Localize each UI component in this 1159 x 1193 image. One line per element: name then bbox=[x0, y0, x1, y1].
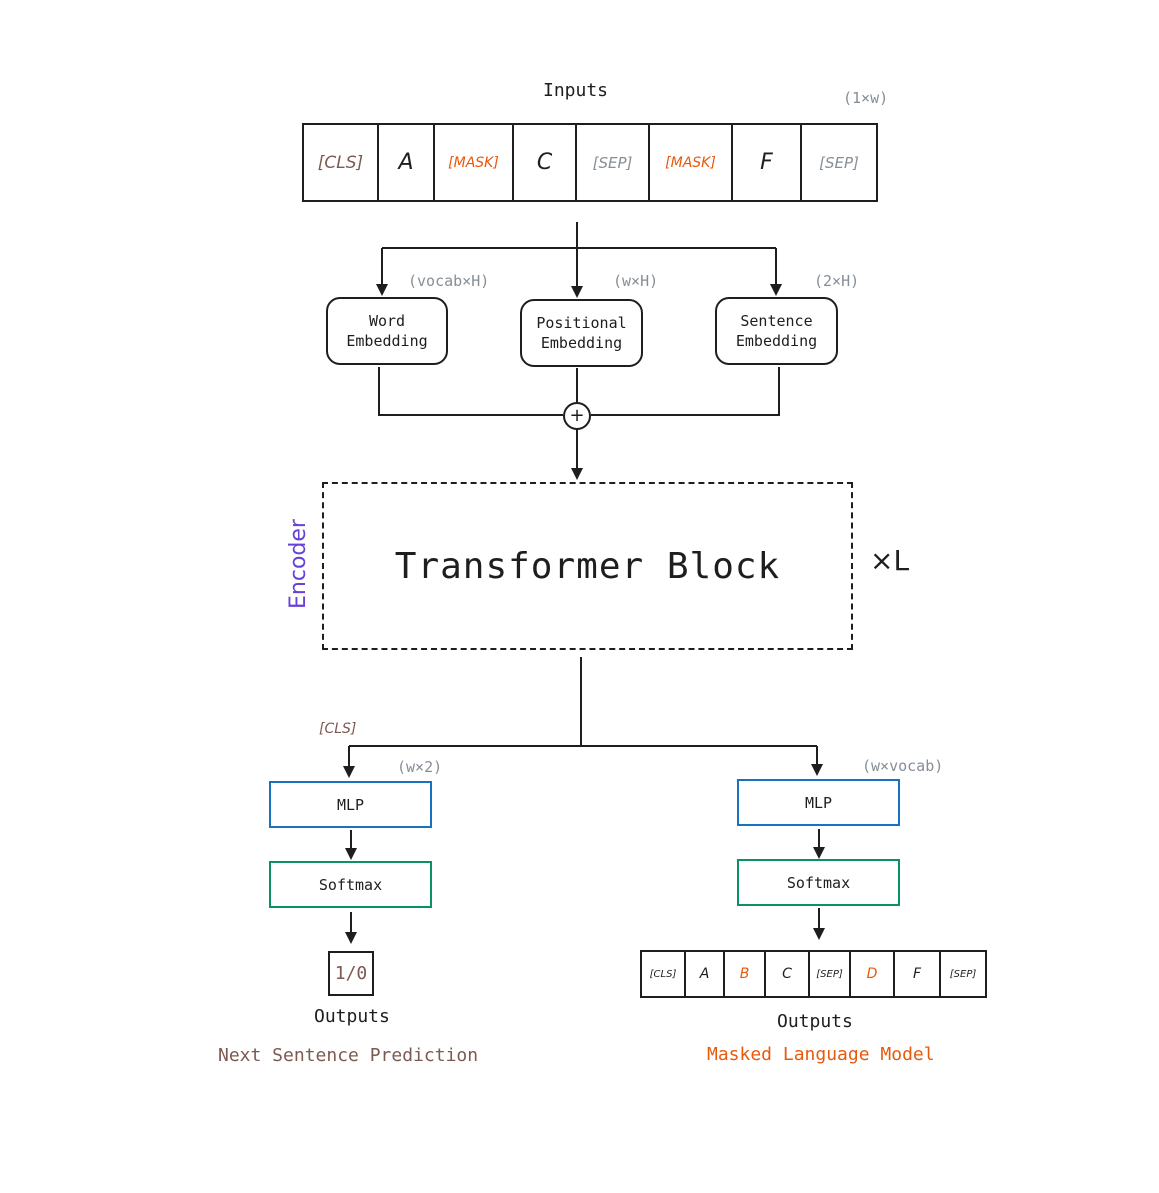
input-token: [CLS] bbox=[304, 125, 379, 200]
positional-embedding-line2: Embedding bbox=[540, 334, 623, 352]
input-token: A bbox=[379, 125, 435, 200]
input-token: [SEP] bbox=[577, 125, 650, 200]
mlm-task-label: Masked Language Model bbox=[707, 1044, 935, 1065]
nsp-output-box: 1/0 bbox=[328, 951, 374, 996]
sentence-embedding-dim: (2×H) bbox=[814, 272, 860, 290]
nsp-cls-tap-label: [CLS] bbox=[319, 721, 357, 737]
word-embedding-line1: Word bbox=[368, 312, 406, 330]
input-token: [MASK] bbox=[435, 125, 514, 200]
inputs-token-row: [CLS] A [MASK] C [SEP] [MASK] F [SEP] bbox=[302, 123, 878, 202]
mlm-softmax-box: Softmax bbox=[737, 859, 900, 906]
sentence-embedding-line2: Embedding bbox=[735, 332, 818, 350]
nsp-task-label: Next Sentence Prediction bbox=[218, 1045, 479, 1066]
mlm-output-token: [CLS] bbox=[642, 952, 686, 996]
inputs-dim-label: (1×w) bbox=[843, 89, 889, 107]
mlm-mlp-label: MLP bbox=[804, 793, 833, 812]
nsp-mlp-label: MLP bbox=[336, 795, 365, 814]
sentence-embedding-line1: Sentence bbox=[740, 312, 813, 330]
sentence-to-sum-line bbox=[591, 367, 780, 416]
mlm-dim-label: (w×vocab) bbox=[862, 757, 944, 775]
encoder-label: Encoder bbox=[286, 519, 311, 609]
mlm-output-token: A bbox=[686, 952, 725, 996]
nsp-softmax-box: Softmax bbox=[269, 861, 432, 908]
input-token: [SEP] bbox=[819, 153, 859, 172]
mlm-output-token: [SEP] bbox=[810, 952, 851, 996]
nsp-mlp-box: MLP bbox=[269, 781, 432, 828]
input-token: [MASK] bbox=[650, 125, 733, 200]
mlm-output-token: C bbox=[766, 952, 810, 996]
sentence-embedding-box: Sentence Embedding bbox=[715, 297, 838, 365]
nsp-softmax-label: Softmax bbox=[318, 875, 383, 894]
word-embedding-box: Word Embedding bbox=[326, 297, 448, 365]
mlm-output-token: [SEP] bbox=[949, 968, 977, 980]
nsp-outputs-label: Outputs bbox=[314, 1006, 390, 1027]
positional-embedding-line1: Positional bbox=[536, 314, 627, 332]
inputs-title: Inputs bbox=[543, 80, 609, 101]
mlm-softmax-label: Softmax bbox=[786, 873, 851, 892]
mlm-mlp-box: MLP bbox=[737, 779, 900, 826]
mlm-output-token: F bbox=[895, 952, 941, 996]
input-token: C bbox=[514, 125, 577, 200]
nsp-output-value: 1/0 bbox=[334, 963, 368, 984]
word-embedding-dim: (vocab×H) bbox=[408, 272, 490, 290]
positional-embedding-box: Positional Embedding bbox=[520, 299, 643, 367]
mlm-output-token: D bbox=[851, 952, 895, 996]
input-token: F bbox=[733, 125, 802, 200]
positional-embedding-dim: (w×H) bbox=[613, 272, 659, 290]
mlm-output-token-row: [CLS] A B C [SEP] D F [SEP] bbox=[640, 950, 987, 998]
word-to-sum-line bbox=[378, 367, 563, 416]
mlm-outputs-label: Outputs bbox=[777, 1011, 853, 1032]
nsp-dim-label: (w×2) bbox=[397, 758, 443, 776]
word-embedding-line2: Embedding bbox=[346, 332, 428, 350]
sum-node-icon: + bbox=[563, 402, 591, 430]
mlm-output-token: B bbox=[725, 952, 766, 996]
transformer-block: Transformer Block bbox=[322, 482, 853, 650]
layer-repeat-label: ×L bbox=[870, 544, 910, 577]
transformer-block-title: Transformer Block bbox=[394, 545, 781, 587]
